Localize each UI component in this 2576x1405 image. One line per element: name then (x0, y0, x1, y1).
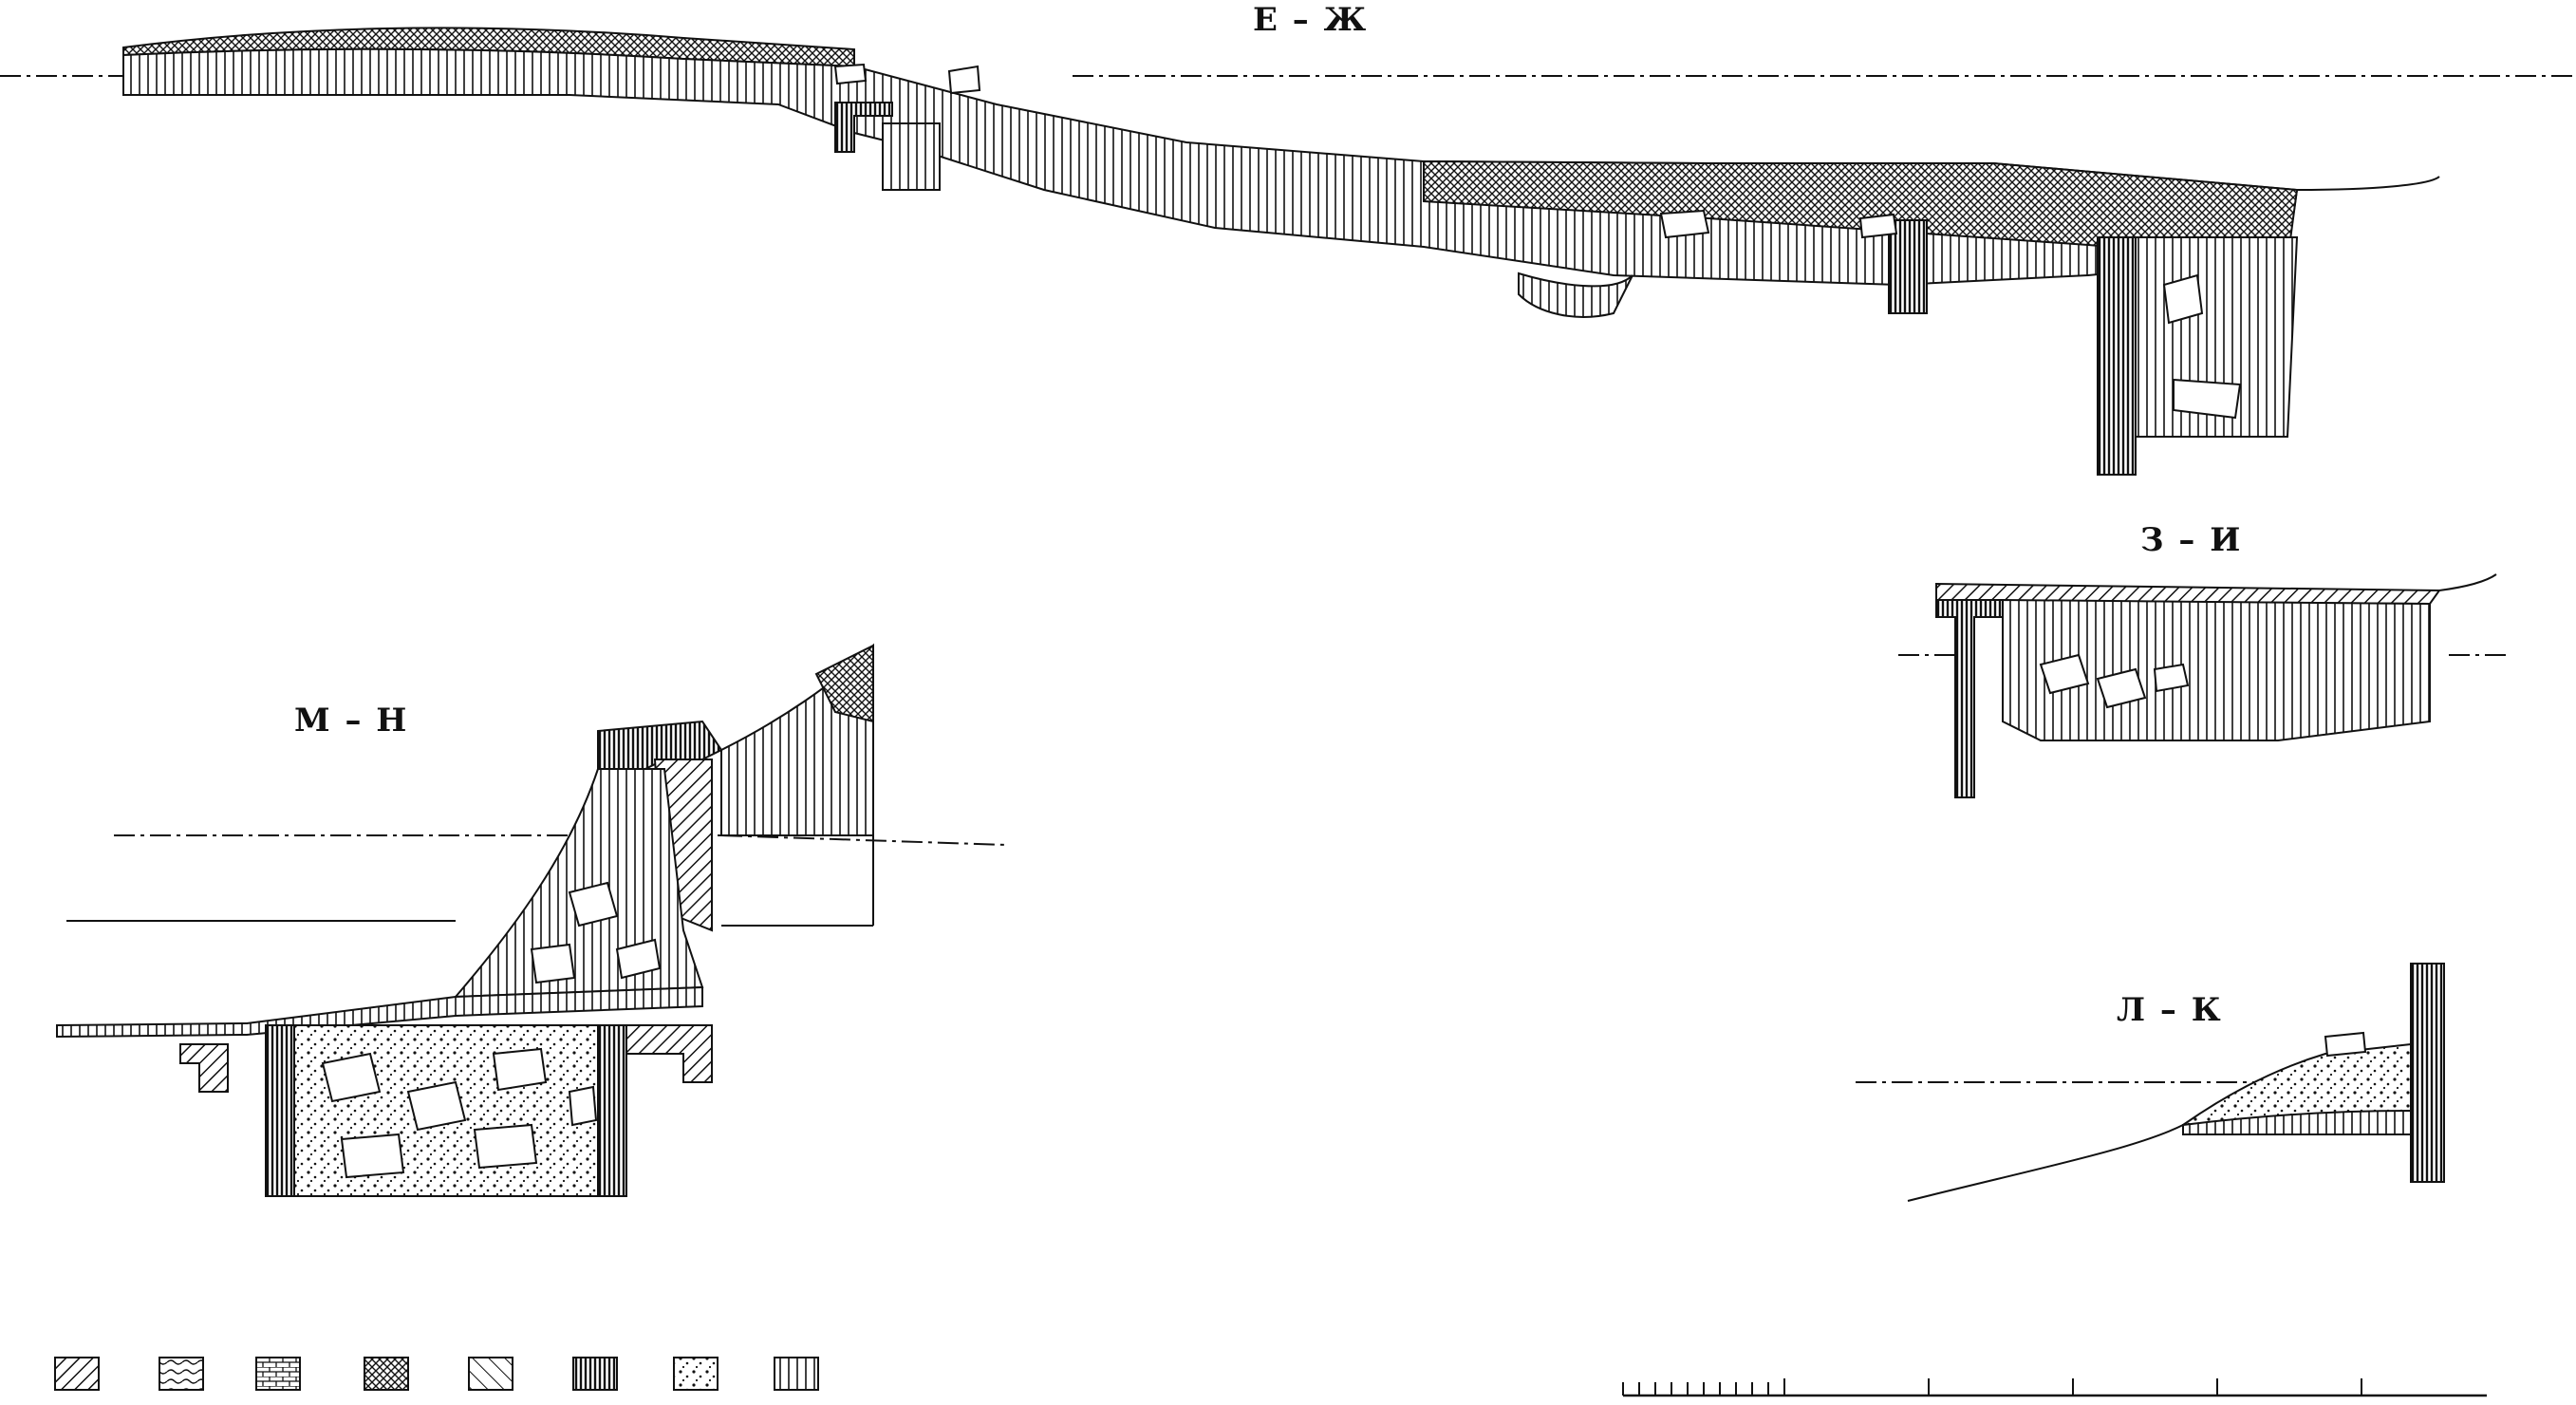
legend-swatch-cross-hatch (364, 1357, 409, 1391)
section-e-zh: Е – Ж (0, 1, 2576, 476)
legend-swatch-reverse-diagonal (468, 1357, 513, 1391)
section-label-m-n: М – Н (294, 702, 408, 740)
legend-swatch-dotted-fill (673, 1357, 719, 1391)
legend-swatch-dense-vertical (572, 1357, 618, 1391)
scale-bar (1622, 1378, 2487, 1397)
section-z-i: З – И (1898, 521, 2506, 798)
section-label-e-zh: Е – Ж (1253, 1, 1368, 39)
legend (54, 1357, 819, 1391)
section-label-l-k: Л – К (2117, 991, 2223, 1029)
section-m-n: М – Н (56, 643, 1007, 1197)
legend-swatch-diagonal-hatch (54, 1357, 100, 1391)
legend-swatch-brick-fill (255, 1357, 301, 1391)
section-label-z-i: З – И (2140, 521, 2242, 559)
section-l-k: Л – К (1856, 963, 2445, 1202)
legend-swatch-wavy-fill (159, 1357, 204, 1391)
legend-swatch-vertical-lines (774, 1357, 819, 1391)
